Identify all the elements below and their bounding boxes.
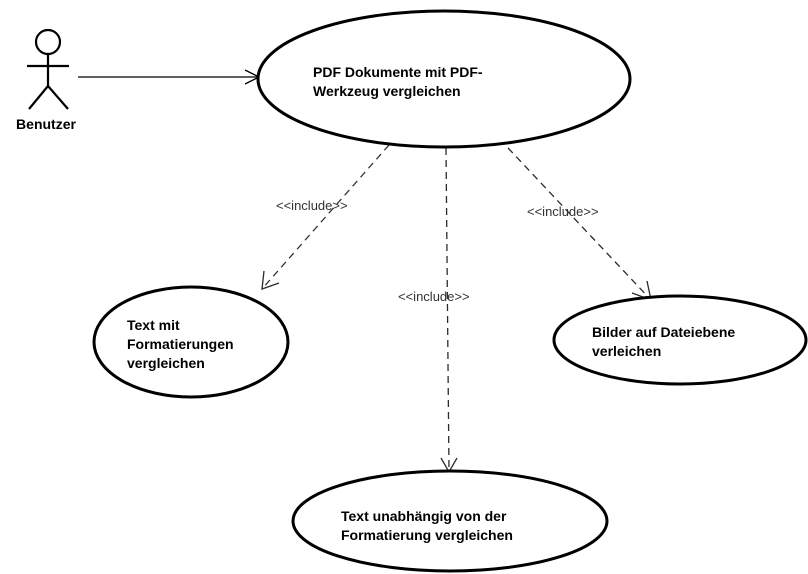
use-case-text-with-formatting[interactable]: Text mit Formatierungen vergleichen — [92, 285, 290, 399]
actor-benutzer[interactable]: Benutzer — [16, 28, 76, 132]
use-case-label: Text unabhängig von der Formatierung ver… — [341, 508, 513, 543]
include-line-center — [445, 147, 450, 473]
use-case-label-line: Bilder auf Dateiebene — [592, 324, 735, 340]
include-relation-right: <<include>> — [507, 147, 652, 302]
include-line-right — [507, 147, 652, 301]
use-case-label-line: verleichen — [592, 343, 661, 359]
use-case-text-independent[interactable]: Text unabhängig von der Formatierung ver… — [291, 469, 609, 573]
include-relation-left: <<include>> — [261, 144, 390, 290]
use-case-label: Text mit Formatierungen vergleichen — [127, 317, 237, 371]
use-case-label-line: Text unabhängig von der — [341, 508, 507, 524]
use-case-images-file-level[interactable]: Bilder auf Dateiebene verleichen — [552, 294, 808, 386]
association-actor-main — [78, 69, 261, 85]
use-case-pdf-compare[interactable]: PDF Dokumente mit PDF- Werkzeug vergleic… — [256, 9, 632, 149]
include-relation-center: <<include>> — [398, 147, 470, 474]
use-case-ellipse — [552, 294, 808, 386]
use-case-label-line: vergleichen — [127, 355, 205, 371]
use-case-label-line: PDF Dokumente mit PDF- — [313, 64, 483, 80]
use-case-label: Bilder auf Dateiebene verleichen — [592, 324, 739, 359]
include-label-center: <<include>> — [398, 289, 470, 304]
include-label-right: <<include>> — [527, 204, 599, 219]
include-label-left: <<include>> — [276, 198, 348, 213]
use-case-ellipse — [92, 285, 290, 399]
use-case-label-line: Formatierungen — [127, 336, 234, 352]
actor-label: Benutzer — [16, 116, 76, 132]
actor-right-leg — [47, 85, 69, 110]
use-case-label-line: Text mit — [127, 317, 180, 333]
use-case-label-line: Formatierung vergleichen — [341, 527, 513, 543]
use-case-label-line: Werkzeug vergleichen — [313, 83, 461, 99]
include-line-left — [261, 144, 390, 290]
actor-head — [34, 28, 62, 56]
use-case-label: PDF Dokumente mit PDF- Werkzeug vergleic… — [313, 64, 486, 99]
use-case-ellipse — [291, 469, 609, 573]
actor-left-leg — [28, 85, 49, 110]
use-case-ellipse — [256, 9, 632, 149]
include-arrowhead-left — [261, 270, 280, 290]
